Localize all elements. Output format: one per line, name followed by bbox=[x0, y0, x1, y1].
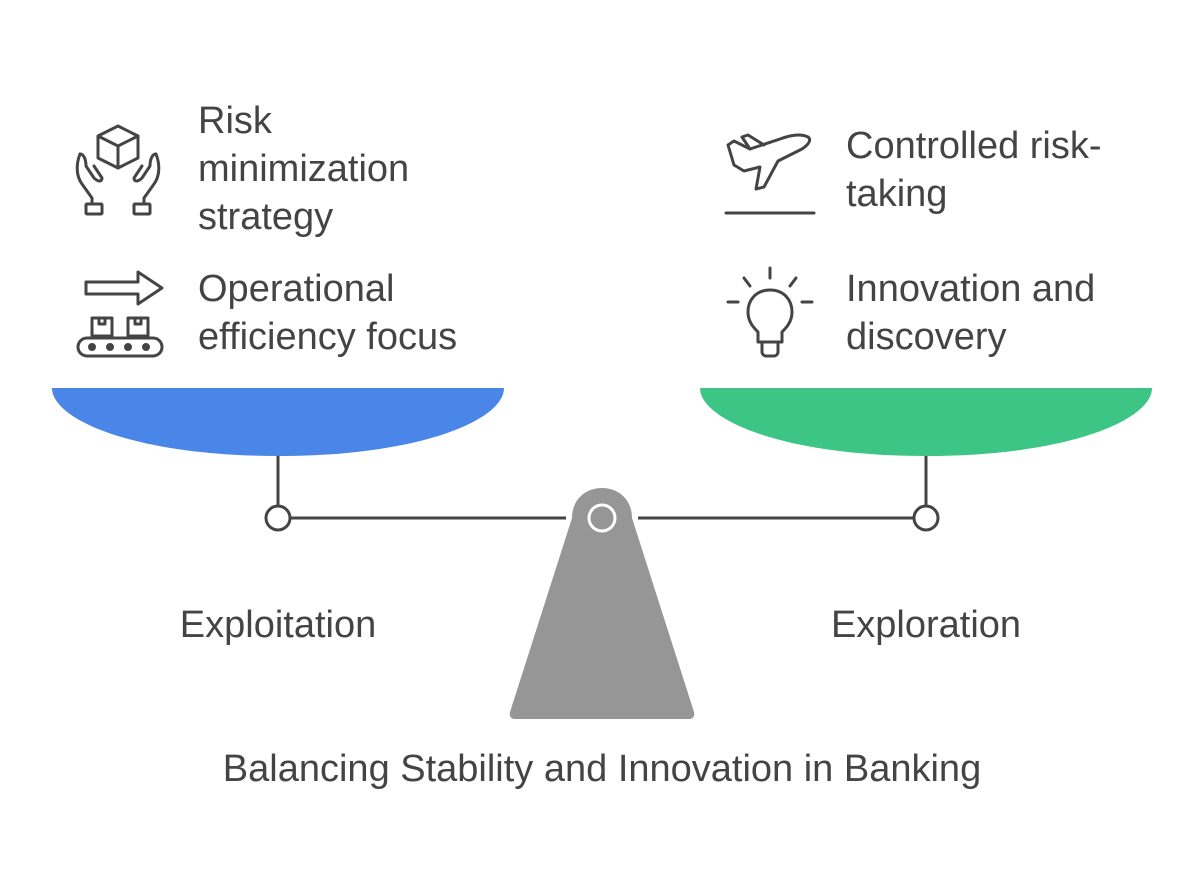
diagram-title: Balancing Stability and Innovation in Ba… bbox=[222, 748, 982, 790]
left-side-label: Exploitation bbox=[179, 604, 377, 646]
left-item-1-text: Risk minimization strategy bbox=[198, 100, 410, 238]
left-pan bbox=[52, 388, 504, 456]
fulcrum bbox=[509, 488, 695, 719]
right-item-1-text: Controlled risk-taking bbox=[846, 125, 1102, 215]
airplane-takeoff-icon bbox=[724, 133, 816, 215]
left-item-2-text: Operational efficiency focus bbox=[198, 268, 458, 358]
left-joint bbox=[264, 504, 292, 532]
lightbulb-icon bbox=[726, 266, 814, 358]
right-side-label: Exploration bbox=[830, 604, 1022, 646]
conveyor-arrow-icon bbox=[76, 270, 164, 358]
right-pan bbox=[700, 388, 1152, 456]
right-item-2-text: Innovation and discovery bbox=[846, 268, 1096, 358]
fulcrum-pivot bbox=[587, 503, 617, 533]
hands-holding-box-icon bbox=[75, 124, 161, 216]
right-joint bbox=[912, 504, 940, 532]
